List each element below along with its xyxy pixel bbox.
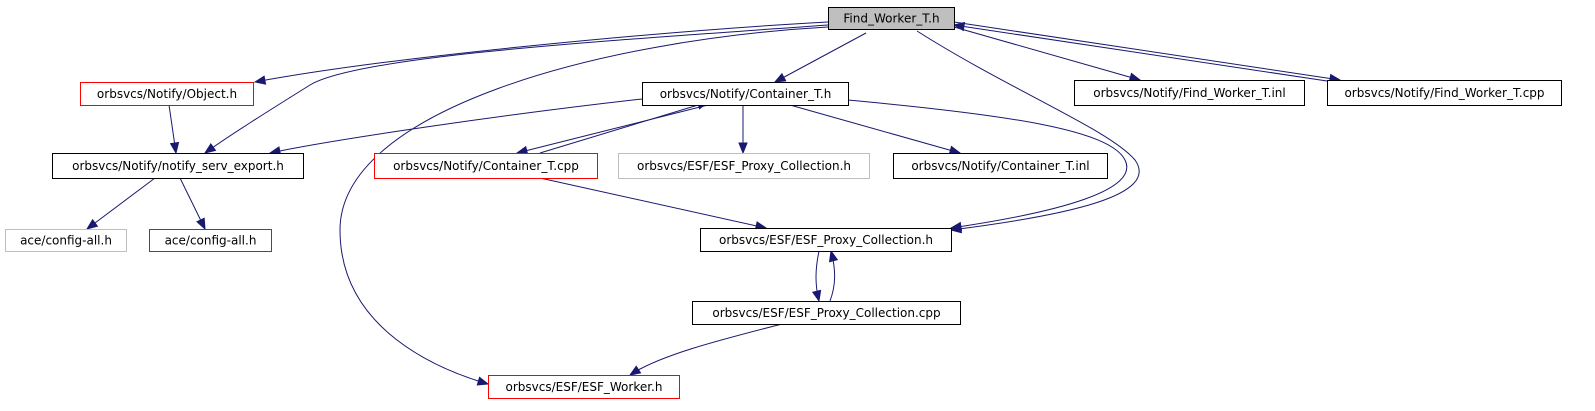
edge-find_worker_t_h-to-find_worker_t_cpp (953, 21, 1342, 84)
node-box (52, 153, 304, 179)
edge-container_t_h-to-container_t_cpp (515, 104, 709, 156)
edge-esf_proxy_collection_cpp-to-esf_proxy_collection_h (828, 249, 839, 302)
arrowhead (773, 72, 787, 83)
node-label: ace/config-all.h (20, 234, 112, 248)
nodes-layer: Find_Worker_T.h orbsvcs/Notify/Object.h or… (5, 7, 1562, 399)
edge-container_t_h-to-esf_proxy_collection_h (847, 99, 1128, 232)
edge-find_worker_t_cpp-to-find_worker_t_h (952, 21, 1328, 82)
node-label: orbsvcs/Notify/Container_T.inl (911, 159, 1089, 173)
edge-object_h-to-notify_serv_export_h (168, 104, 180, 155)
arrowhead (948, 145, 962, 155)
node-esf_proxy_collection_cpp[interactable]: orbsvcs/ESF/ESF_Proxy_Collection.cpp (692, 301, 961, 325)
edge-esf_proxy_collection_cpp-to-esf_worker_h (628, 323, 783, 376)
node-label: orbsvcs/Notify/Find_Worker_T.inl (1093, 86, 1286, 100)
node-find_worker_t_cpp[interactable]: orbsvcs/Notify/Find_Worker_T.cpp (1327, 80, 1562, 106)
node-config_all_h_grey[interactable]: ace/config-all.h (5, 229, 127, 252)
node-box (618, 153, 870, 179)
node-box (642, 82, 849, 106)
node-box (1327, 80, 1562, 106)
node-box (80, 82, 254, 106)
node-label: orbsvcs/ESF/ESF_Worker.h (506, 380, 663, 394)
node-box (893, 153, 1108, 179)
edge-esf_proxy_collection_h-to-esf_proxy_collection_cpp (811, 250, 822, 303)
node-label: orbsvcs/Notify/Container_T.h (660, 87, 832, 101)
arrowhead (952, 21, 966, 32)
edge-notify_serv_export_h-to-config_all_h_red (179, 177, 206, 231)
edge-find_worker_t_h-to-esf_worker_h (339, 26, 829, 386)
node-box (5, 229, 127, 252)
edge-find_worker_t_h-to-notify_serv_export_h (203, 24, 829, 154)
node-label: orbsvcs/Notify/Container_T.cpp (393, 159, 579, 173)
node-box (374, 153, 598, 179)
node-esf_proxy_collection_h[interactable]: orbsvcs/ESF/ESF_Proxy_Collection.h (700, 228, 952, 252)
node-find_worker_t_inl[interactable]: orbsvcs/Notify/Find_Worker_T.inl (1074, 80, 1305, 106)
node-box (692, 301, 961, 325)
node-config_all_h_red[interactable]: ace/config-all.h (149, 229, 272, 252)
arrowhead (949, 221, 963, 232)
node-label: orbsvcs/ESF/ESF_Proxy_Collection.h (637, 159, 851, 173)
node-label: orbsvcs/Notify/Find_Worker_T.cpp (1344, 86, 1544, 100)
arrowhead (828, 249, 839, 263)
node-label: orbsvcs/Notify/notify_serv_export.h (72, 159, 284, 173)
node-find_worker_t_h[interactable]: Find_Worker_T.h (828, 7, 955, 30)
edge-find_worker_t_h-to-container_t_h (773, 32, 867, 83)
edge-container_t_h-to-esf_proxy_collection_h_grey (738, 105, 748, 155)
node-esf_worker_h[interactable]: orbsvcs/ESF/ESF_Worker.h (488, 375, 680, 399)
node-label: orbsvcs/Notify/Object.h (97, 87, 237, 101)
arrowhead (628, 365, 642, 376)
node-label: orbsvcs/ESF/ESF_Proxy_Collection.h (719, 233, 933, 247)
node-object_h[interactable]: orbsvcs/Notify/Object.h (80, 82, 254, 106)
node-container_t_h[interactable]: orbsvcs/Notify/Container_T.h (642, 82, 849, 106)
edge-container_t_cpp-to-container_t_h (539, 100, 710, 154)
arrowhead (196, 217, 206, 231)
arrowhead (811, 289, 822, 303)
arrowhead (203, 143, 217, 154)
arrowhead (738, 142, 748, 155)
edge-find_worker_t_h-to-esf_proxy_collection_h (916, 30, 1140, 234)
node-box (700, 228, 952, 252)
edge-container_t_h-to-notify_serv_export_h (268, 98, 643, 156)
arrowhead (169, 141, 180, 155)
edge-find_worker_t_h-to-find_worker_t_inl (953, 26, 1142, 82)
node-notify_serv_export_h[interactable]: orbsvcs/Notify/notify_serv_export.h (52, 153, 304, 179)
node-box (488, 375, 680, 399)
node-label: ace/config-all.h (165, 234, 257, 248)
node-label: orbsvcs/ESF/ESF_Proxy_Collection.cpp (712, 306, 940, 320)
edge-notify_serv_export_h-to-config_all_h_grey (85, 177, 156, 230)
node-box (828, 7, 955, 30)
node-box (1074, 80, 1305, 106)
node-container_t_inl[interactable]: orbsvcs/Notify/Container_T.inl (893, 153, 1108, 179)
edge-find_worker_t_h-to-object_h (253, 21, 829, 85)
edge-container_t_cpp-to-esf_proxy_collection_h (539, 177, 768, 231)
arrowhead (476, 376, 490, 386)
arrowhead (1128, 72, 1142, 82)
arrowhead (85, 218, 99, 230)
edges-layer (85, 21, 1342, 386)
node-label: Find_Worker_T.h (843, 12, 939, 26)
edge-container_t_h-to-container_t_inl (789, 104, 962, 155)
node-esf_proxy_collection_h_grey[interactable]: orbsvcs/ESF/ESF_Proxy_Collection.h (618, 153, 870, 179)
node-box (149, 229, 272, 252)
node-container_t_cpp[interactable]: orbsvcs/Notify/Container_T.cpp (374, 153, 598, 179)
arrowhead (253, 75, 267, 85)
